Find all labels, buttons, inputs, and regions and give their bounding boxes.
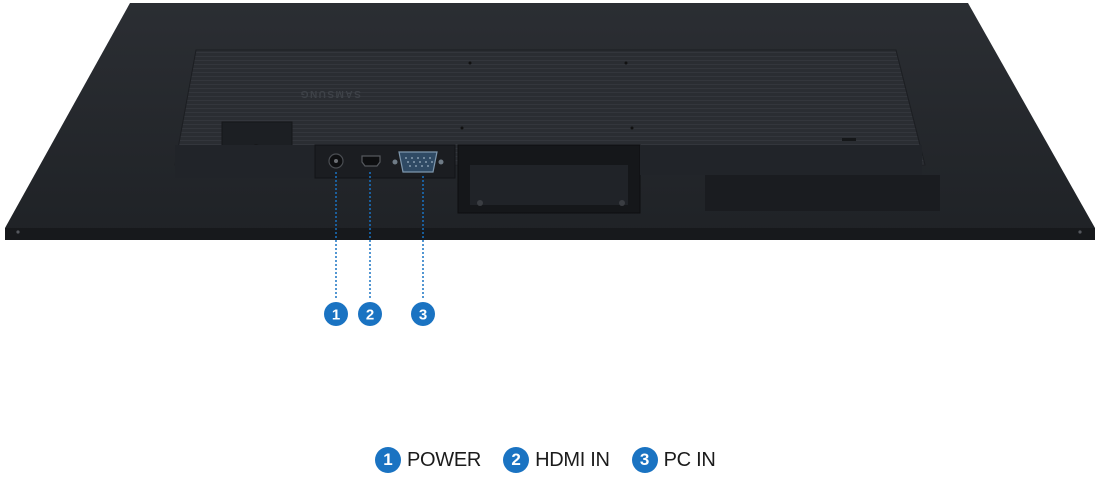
callout-badge-number: 2 (366, 307, 374, 324)
stand-recess-inner (470, 165, 628, 205)
callout-badge-number: 3 (419, 307, 427, 324)
mount-hole (630, 126, 634, 130)
legend-item-pc: 3 PC IN (631, 447, 716, 473)
callout-badge-hdmi: 2 (358, 302, 382, 326)
vga-screw-left (392, 159, 398, 165)
legend-badge: 1 (375, 447, 401, 473)
screw-left (16, 230, 20, 234)
mount-hole (624, 61, 628, 65)
mount-hole (468, 61, 472, 65)
legend-badge: 2 (503, 447, 530, 473)
ribbed-center-panel (174, 49, 926, 166)
vga-pins (405, 157, 433, 167)
legend-label: POWER (407, 448, 482, 471)
recess-screw-right (619, 200, 625, 206)
brand-mark: SAMSUNG (299, 88, 361, 99)
vga-screw-right (438, 159, 444, 165)
mount-hole (460, 126, 464, 130)
legend-item-hdmi: 2 HDMI IN (503, 447, 610, 473)
right-lower-block (640, 145, 922, 175)
legend-label: PC IN (663, 448, 716, 471)
left-lower-block (175, 145, 315, 178)
screw-right (1078, 230, 1082, 234)
monitor-bottom-edge (5, 228, 1095, 240)
callout-badge-number: 1 (332, 307, 340, 324)
right-label-area (705, 175, 940, 211)
port-legend: 1 POWER 2 HDMI IN 3 PC IN (375, 445, 716, 475)
legend-item-power: 1 POWER (375, 447, 481, 473)
power-port-pin (334, 159, 338, 163)
legend-label: HDMI IN (535, 448, 610, 471)
recess-screw-left (477, 200, 483, 206)
vga-port (398, 151, 438, 173)
callout-badge-pc: 3 (411, 302, 435, 326)
vent-slot (842, 138, 856, 141)
callout-badge-power: 1 (324, 302, 348, 326)
legend-badge: 3 (631, 447, 658, 473)
hdmi-port (361, 155, 381, 167)
